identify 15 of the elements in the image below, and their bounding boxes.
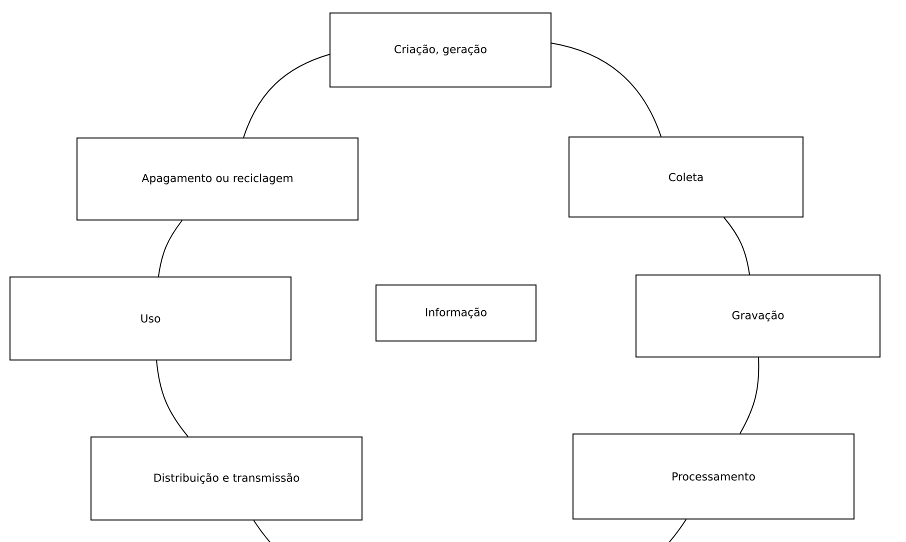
process-box: Distribuição e transmissão [90, 436, 362, 520]
process-box: Criação, geração [330, 12, 552, 88]
process-box: Coleta [568, 136, 804, 218]
cycle-arc [243, 54, 330, 138]
cycle-arc [551, 42, 662, 137]
process-box: Processamento [572, 434, 854, 520]
cycle-arc [156, 360, 188, 437]
process-box: Gravação [636, 274, 880, 358]
process-box: Apagamento ou reciclagem [76, 138, 358, 220]
cycle-arc [740, 357, 760, 434]
cycle-arc [724, 217, 750, 275]
process-box: Uso [10, 276, 292, 360]
process-box: Informação [376, 284, 536, 342]
cycle-arc [253, 519, 687, 542]
cycle-arc [158, 220, 183, 277]
